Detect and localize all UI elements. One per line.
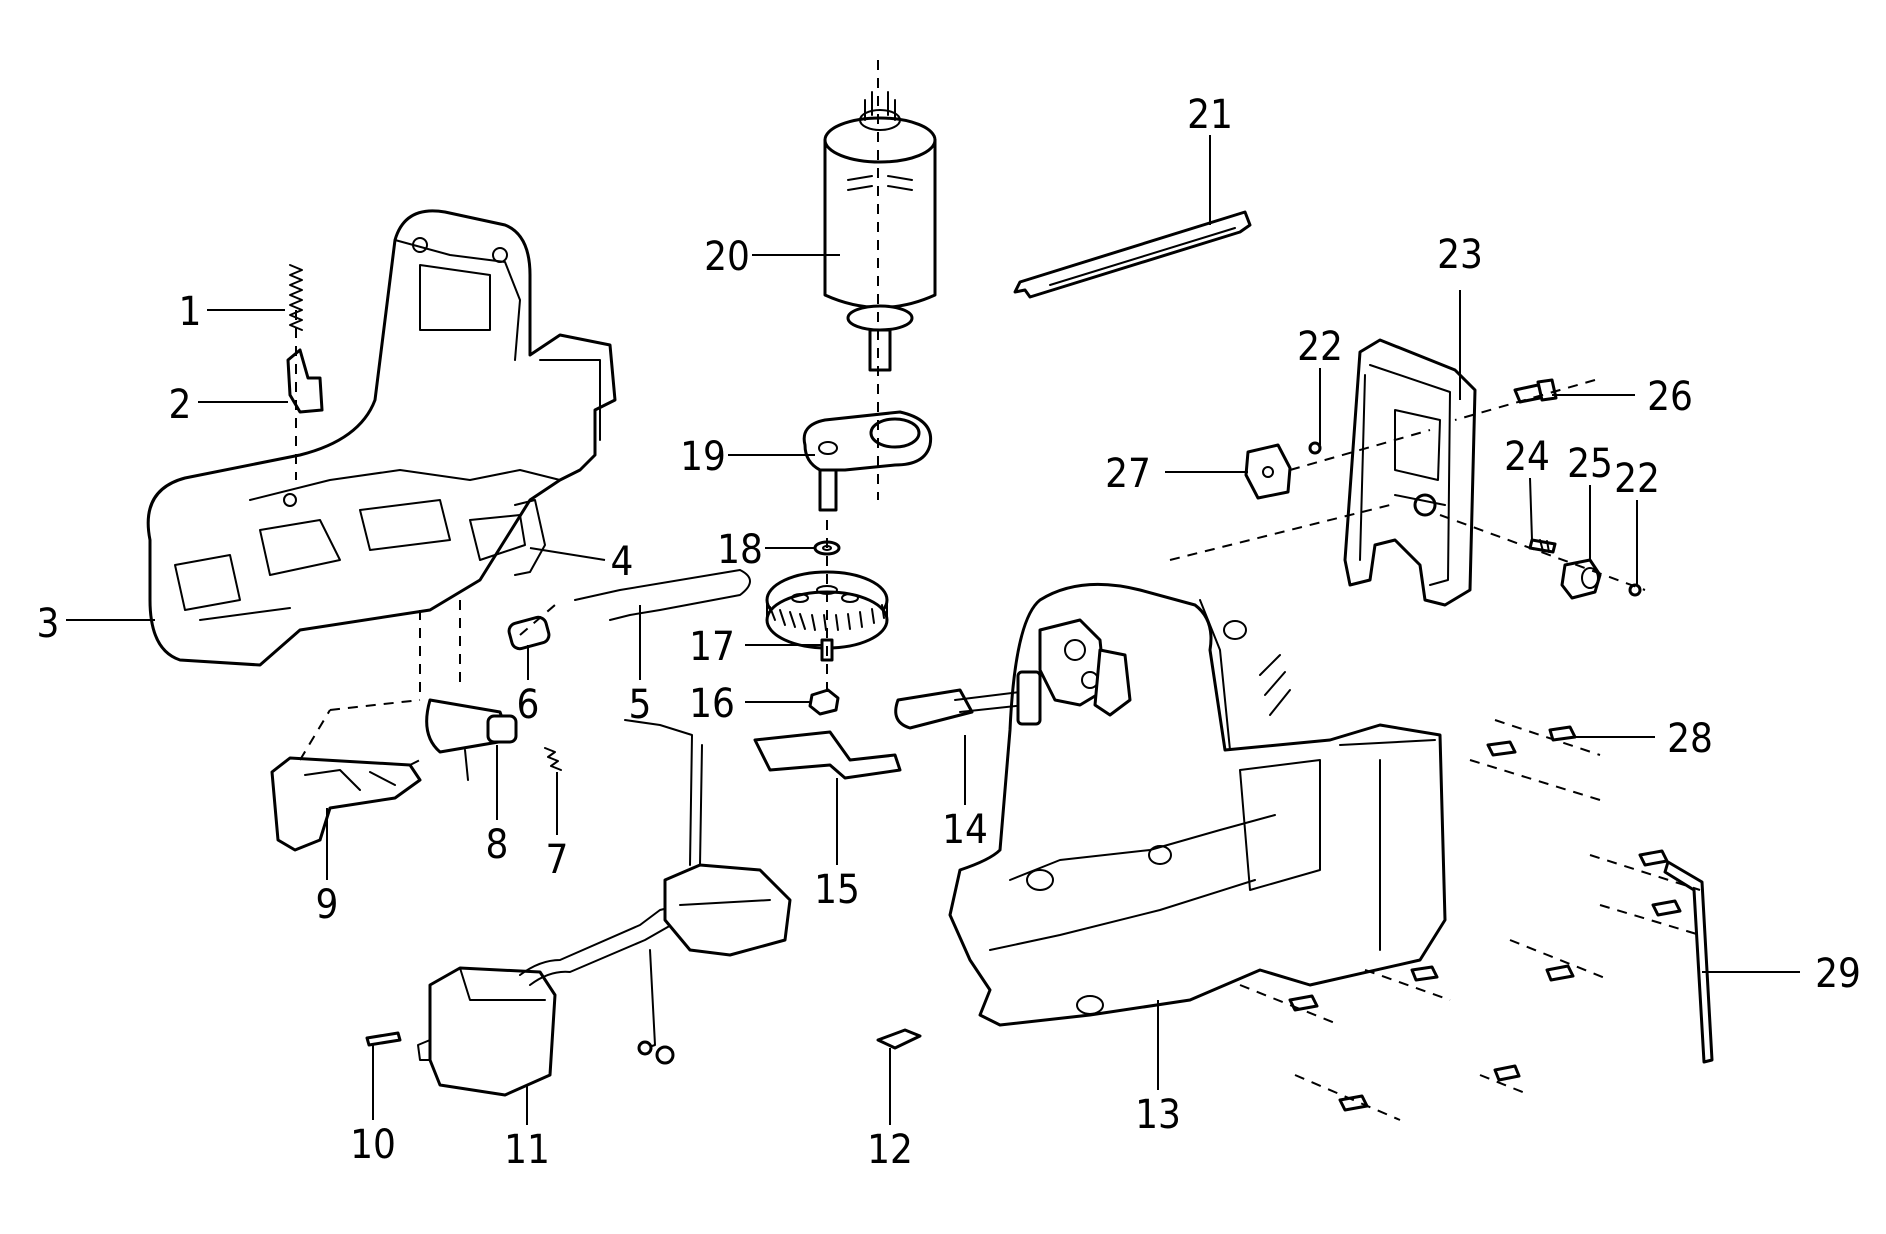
callout-19: 19	[680, 434, 726, 480]
base-plate	[1343, 338, 1477, 607]
clip	[876, 1028, 922, 1050]
square-nut	[1244, 443, 1292, 500]
callout-4: 4	[611, 539, 634, 585]
small-screw-lower	[1628, 583, 1642, 597]
switch-button	[425, 698, 518, 781]
wire-spring	[574, 569, 751, 621]
hex-key	[1663, 860, 1714, 1064]
callout-17: 17	[689, 624, 735, 670]
callout-6: 6	[517, 682, 540, 728]
assembly-lines	[295, 60, 1701, 1121]
callout-9: 9	[316, 882, 339, 928]
callout-8: 8	[486, 822, 509, 868]
small-screw-upper	[1308, 441, 1322, 455]
callout-22b: 22	[1614, 456, 1660, 502]
sleeve	[507, 615, 551, 651]
lock-off-button	[286, 348, 324, 414]
leader-lines	[66, 135, 1800, 1125]
plunger-assembly	[894, 618, 1132, 730]
callout-15: 15	[814, 867, 860, 913]
wire-clip	[514, 499, 546, 576]
battery-cover	[270, 756, 422, 852]
callout-24: 24	[1504, 434, 1550, 480]
callout-1: 1	[179, 289, 202, 335]
pin	[365, 1031, 402, 1047]
callout-23: 23	[1437, 232, 1483, 278]
callout-16: 16	[689, 681, 735, 727]
callout-12: 12	[867, 1127, 913, 1173]
switch-and-wiring	[417, 719, 792, 1097]
callout-21: 21	[1187, 92, 1233, 138]
screw-long	[1528, 538, 1557, 554]
callout-2: 2	[169, 382, 192, 428]
saw-blade	[1013, 210, 1252, 299]
small-spring	[544, 747, 562, 771]
callout-5: 5	[629, 682, 652, 728]
crank-arm	[802, 410, 933, 512]
callout-29: 29	[1815, 951, 1861, 997]
callout-22a: 22	[1297, 324, 1343, 370]
callout-26: 26	[1647, 374, 1693, 420]
left-housing-half	[146, 209, 617, 667]
right-housing-half	[948, 582, 1447, 1027]
callout-3: 3	[37, 601, 60, 647]
callout-18: 18	[717, 527, 763, 573]
support-bracket	[753, 730, 902, 780]
callout-25: 25	[1567, 441, 1613, 487]
callout-10: 10	[350, 1122, 396, 1168]
callout-13: 13	[1135, 1092, 1181, 1138]
callout-labels: 1 2 3 4 5 6 7 8 9 10 11 12 13 14 15 16 1…	[37, 92, 1861, 1173]
nut	[808, 688, 840, 716]
screw-upper-right	[1513, 378, 1558, 404]
spring	[289, 264, 303, 331]
callout-14: 14	[942, 807, 988, 853]
callout-7: 7	[546, 837, 569, 883]
callout-11: 11	[504, 1127, 550, 1173]
callout-27: 27	[1105, 451, 1151, 497]
motor	[823, 91, 937, 372]
callout-28: 28	[1667, 716, 1713, 762]
callout-20: 20	[704, 234, 750, 280]
